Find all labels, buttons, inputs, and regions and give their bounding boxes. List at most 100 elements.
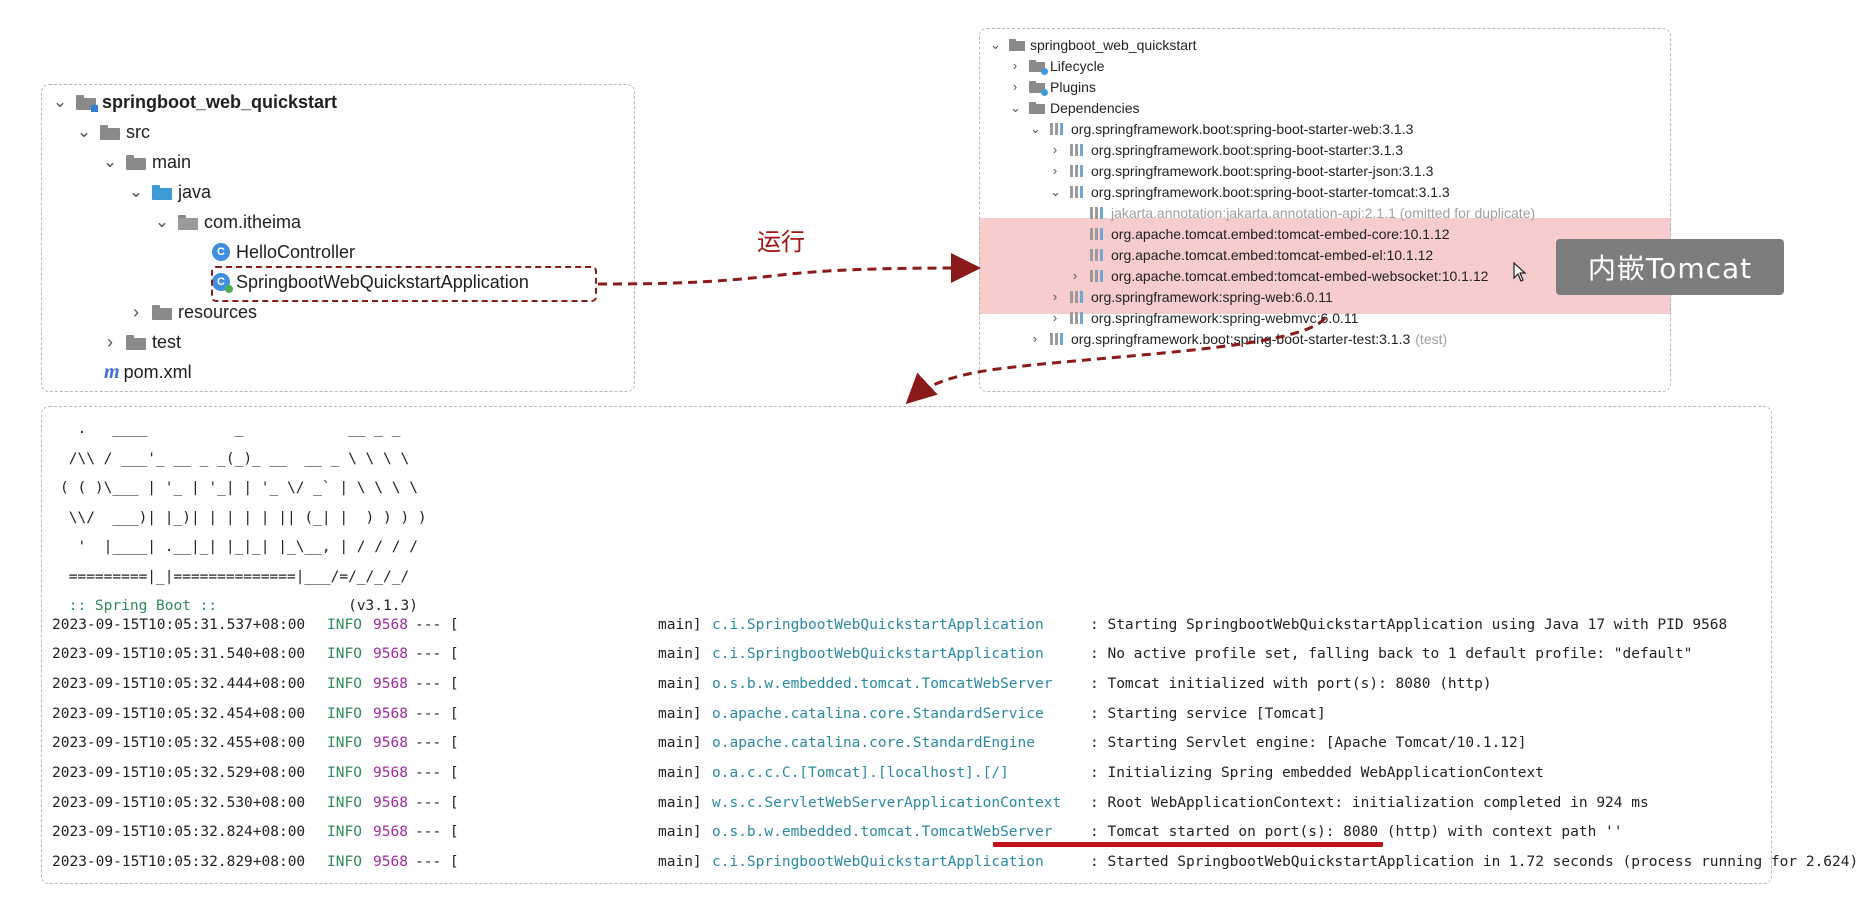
chevron-down-icon[interactable] bbox=[78, 126, 90, 138]
chevron-down-icon[interactable] bbox=[104, 156, 116, 168]
tree-item-application[interactable]: C SpringbootWebQuickstartApplication bbox=[212, 267, 529, 297]
tree-item-hello-controller[interactable]: C HelloController bbox=[212, 237, 355, 267]
chevron-down-icon[interactable]: ⌄ bbox=[990, 36, 1001, 52]
class-icon: C bbox=[212, 243, 230, 261]
log-pid: 9568 bbox=[373, 794, 408, 811]
log-logger: o.apache.catalina.core.StandardService bbox=[712, 705, 1044, 722]
package-icon bbox=[178, 214, 198, 230]
log-message: : Starting Servlet engine: [Apache Tomca… bbox=[1090, 735, 1527, 752]
log-timestamp: 2023-09-15T10:05:32.454+08:00 bbox=[52, 705, 306, 722]
log-timestamp: 2023-09-15T10:05:31.540+08:00 bbox=[52, 646, 306, 663]
tree-item-label: springboot_web_quickstart bbox=[102, 91, 338, 112]
folder-icon bbox=[126, 334, 146, 350]
embedded-tomcat-tag: 内嵌Tomcat bbox=[1556, 239, 1784, 295]
chevron-down-icon[interactable]: ⌄ bbox=[1050, 183, 1061, 199]
chevron-down-icon[interactable] bbox=[54, 96, 66, 108]
tree-item-label: java bbox=[178, 181, 212, 202]
spring-boot-label: :: Spring Boot :: bbox=[60, 598, 218, 614]
chevron-right-icon[interactable]: › bbox=[1052, 142, 1058, 157]
plugins-folder-icon bbox=[1029, 80, 1048, 96]
dependency-tree-panel: ⌄ springboot_web_quickstart › Lifecycle … bbox=[979, 28, 1671, 392]
dep-item[interactable]: org.apache.tomcat.embed:tomcat-embed-cor… bbox=[1089, 223, 1450, 244]
spring-boot-version: (v3.1.3) bbox=[217, 598, 418, 614]
dep-item[interactable]: › org.springframework:spring-webmvc:6.0.… bbox=[1050, 307, 1359, 328]
dep-item-label: org.apache.tomcat.embed:tomcat-embed-el:… bbox=[1111, 246, 1434, 263]
tree-item-package[interactable]: com.itheima bbox=[156, 207, 301, 237]
library-icon bbox=[1069, 311, 1085, 324]
dep-item[interactable]: org.apache.tomcat.embed:tomcat-embed-el:… bbox=[1089, 244, 1433, 265]
log-logger: c.i.SpringbootWebQuickstartApplication bbox=[712, 646, 1044, 663]
log-level: INFO bbox=[327, 705, 362, 722]
log-level: INFO bbox=[327, 646, 362, 663]
log-thread: main] bbox=[658, 854, 702, 871]
library-icon bbox=[1069, 290, 1085, 303]
dep-root[interactable]: ⌄ springboot_web_quickstart bbox=[990, 34, 1197, 55]
chevron-down-icon[interactable]: ⌄ bbox=[1030, 120, 1041, 136]
dep-item-label: org.apache.tomcat.embed:tomcat-embed-cor… bbox=[1111, 225, 1450, 242]
chevron-down-icon[interactable]: ⌄ bbox=[1010, 99, 1021, 115]
log-level: INFO bbox=[327, 735, 362, 752]
dep-item[interactable]: › org.springframework.boot:spring-boot-s… bbox=[1050, 160, 1434, 181]
log-pid: 9568 bbox=[373, 824, 408, 841]
log-thread: main] bbox=[658, 735, 702, 752]
log-message: : Starting service [Tomcat] bbox=[1090, 705, 1326, 722]
dep-item[interactable]: ⌄ org.springframework.boot:spring-boot-s… bbox=[1050, 181, 1450, 202]
log-level: INFO bbox=[327, 675, 362, 692]
chevron-down-icon[interactable] bbox=[130, 186, 142, 198]
folder-icon bbox=[100, 124, 120, 140]
library-icon bbox=[1089, 206, 1105, 219]
log-pid: 9568 bbox=[373, 675, 408, 692]
dep-lifecycle[interactable]: › Lifecycle bbox=[1010, 55, 1104, 76]
tree-item-label: src bbox=[126, 121, 150, 142]
tree-item-java[interactable]: java bbox=[130, 177, 211, 207]
tree-item-src[interactable]: src bbox=[78, 117, 150, 147]
console-panel: . ____ _ __ _ _ /\\ / ___'_ __ _ _(_)_ _… bbox=[41, 406, 1858, 884]
log-pid: 9568 bbox=[373, 616, 408, 633]
dep-item-omitted[interactable]: jakarta.annotation:jakarta.annotation-ap… bbox=[1089, 202, 1535, 223]
chevron-right-icon[interactable]: › bbox=[1052, 289, 1058, 304]
tree-item-resources[interactable]: resources bbox=[130, 297, 257, 327]
tree-item-test[interactable]: test bbox=[104, 327, 181, 357]
test-scope-suffix: (test) bbox=[1415, 330, 1448, 347]
dep-plugins-label: Plugins bbox=[1050, 78, 1096, 95]
log-pid: 9568 bbox=[373, 765, 408, 781]
log-logger: o.s.b.w.embedded.tomcat.TomcatWebServer bbox=[712, 675, 1053, 692]
maven-icon: m bbox=[104, 360, 120, 383]
dep-item[interactable]: ⌄ org.springframework.boot:spring-boot-s… bbox=[1030, 118, 1413, 139]
chevron-right-icon[interactable]: › bbox=[1052, 310, 1058, 325]
chevron-right-icon[interactable]: › bbox=[1032, 331, 1038, 346]
banner-line: /\\ / ___'_ __ _ _(_)_ __ __ _ \ \ \ \ bbox=[60, 450, 410, 467]
tree-item-label: pom.xml bbox=[123, 361, 192, 382]
dep-item-label: org.apache.tomcat.embed:tomcat-embed-web… bbox=[1111, 267, 1489, 284]
chevron-right-icon[interactable]: › bbox=[1012, 58, 1018, 73]
tree-item-pom[interactable]: m pom.xml bbox=[104, 357, 192, 387]
log-thread: main] bbox=[658, 675, 702, 692]
tree-item-main[interactable]: main bbox=[104, 147, 191, 177]
library-icon bbox=[1049, 122, 1065, 135]
log-logger: w.s.c.ServletWebServerApplicationContext bbox=[712, 794, 1062, 811]
lifecycle-folder-icon bbox=[1029, 59, 1048, 75]
dep-item-label: jakarta.annotation:jakarta.annotation-ap… bbox=[1111, 204, 1536, 221]
dep-dependencies[interactable]: ⌄ Dependencies bbox=[1010, 97, 1140, 118]
log-pid: 9568 bbox=[373, 705, 408, 722]
chevron-right-icon[interactable] bbox=[104, 336, 116, 348]
log-logger: o.s.b.w.embedded.tomcat.TomcatWebServer bbox=[712, 824, 1053, 841]
dep-item[interactable]: › org.springframework:spring-web:6.0.11 bbox=[1050, 286, 1333, 307]
tree-item-root[interactable]: springboot_web_quickstart bbox=[54, 87, 337, 117]
chevron-right-icon[interactable]: › bbox=[1052, 163, 1058, 178]
dep-item[interactable]: › org.springframework.boot:spring-boot-s… bbox=[1050, 139, 1403, 160]
chevron-right-icon[interactable]: › bbox=[1012, 79, 1018, 94]
log-thread: main] bbox=[658, 616, 702, 633]
library-icon bbox=[1069, 185, 1085, 198]
dep-item[interactable]: › org.apache.tomcat.embed:tomcat-embed-w… bbox=[1070, 265, 1489, 286]
chevron-right-icon[interactable] bbox=[130, 306, 142, 318]
log-level: INFO bbox=[327, 854, 362, 871]
log-separator: --- [ bbox=[415, 646, 459, 663]
dep-item[interactable]: › org.springframework.boot:spring-boot-s… bbox=[1030, 328, 1447, 349]
chevron-right-icon[interactable]: › bbox=[1072, 268, 1078, 283]
chevron-down-icon[interactable] bbox=[156, 216, 168, 228]
dep-plugins[interactable]: › Plugins bbox=[1010, 76, 1096, 97]
